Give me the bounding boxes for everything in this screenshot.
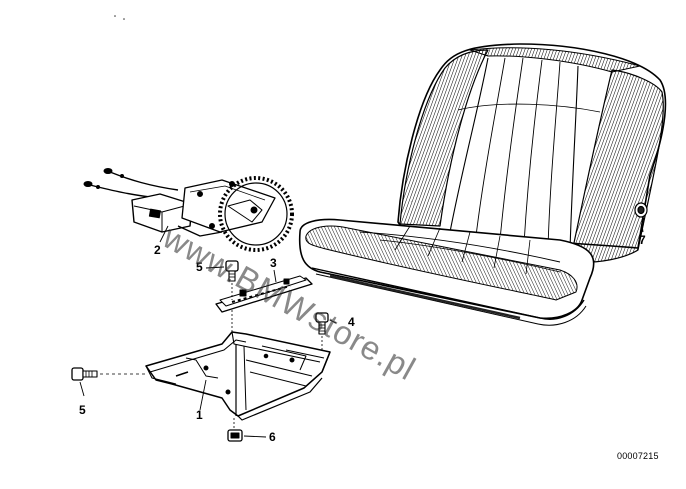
seat-frame-part-1: [145, 331, 331, 421]
bolt-part-5-lower: [71, 367, 146, 381]
bolt-part-4: [315, 312, 329, 350]
bolt-part-5-upper: [225, 260, 239, 300]
diagram-reference-number: 00007215: [617, 451, 659, 461]
guide-rail-part-3: [215, 275, 313, 313]
callout-7: 7: [639, 233, 646, 247]
callout-4: 4: [348, 315, 355, 329]
callout-1: 1: [196, 408, 203, 422]
grommet-part-7: [634, 202, 648, 227]
scan-specks: [114, 15, 125, 20]
callout-3: 3: [270, 256, 277, 270]
callout-5-upper: 5: [196, 260, 203, 274]
leader-lines: [79, 223, 644, 438]
callout-5-lower: 5: [79, 403, 86, 417]
callout-2: 2: [154, 243, 161, 257]
seat-adjuster-motor-part-2: [83, 168, 294, 252]
callout-6: 6: [269, 430, 276, 444]
seat-assembly: [298, 43, 667, 326]
nut-part-6: [227, 418, 243, 442]
